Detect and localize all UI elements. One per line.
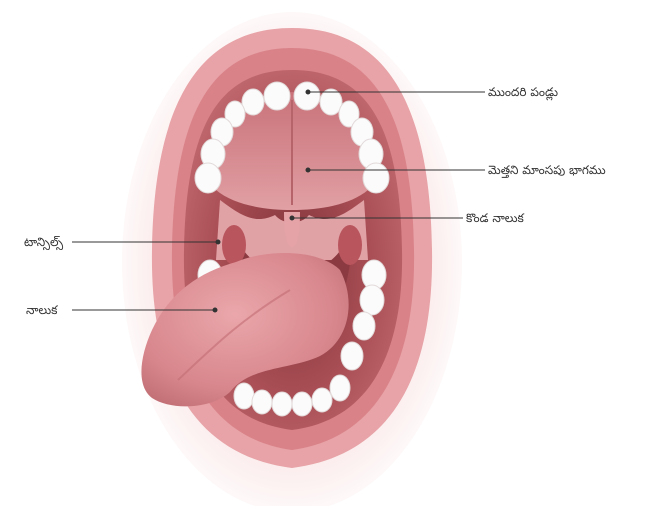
label-front-teeth: ముందరి పండ్లు	[488, 85, 558, 99]
tonsil-left	[222, 225, 246, 265]
label-uvula: కొండ నాలుక	[466, 211, 524, 225]
label-soft-palate: మెత్తని మాంసపు భాగము	[488, 163, 606, 177]
label-tonsils: టాన్సిల్స్	[24, 235, 63, 249]
tonsil-right	[338, 225, 362, 265]
label-tongue: నాలుక	[26, 303, 57, 317]
